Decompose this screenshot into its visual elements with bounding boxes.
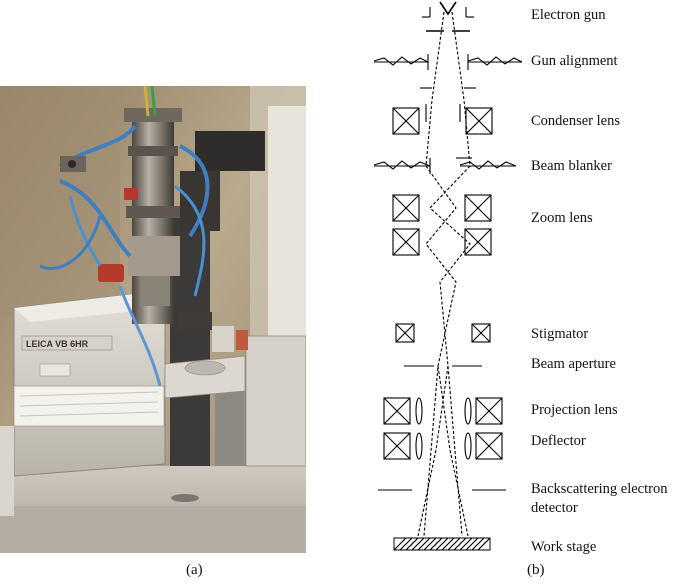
caption-a: (a)	[186, 562, 203, 578]
work-stage-symbol	[393, 537, 491, 551]
label-projection-lens: Projection lens	[531, 402, 618, 418]
electron-column-diagram	[373, 1, 523, 551]
condenser-lens-symbol	[392, 104, 493, 135]
electron-gun-symbol	[422, 1, 474, 32]
label-stigmator: Stigmator	[531, 326, 589, 342]
label-gun-alignment: Gun alignment	[531, 53, 618, 69]
gun-alignment-symbol	[373, 54, 523, 89]
label-condenser-lens: Condenser lens	[531, 113, 620, 129]
ebl-system-photo: LEICA VB 6HR	[0, 86, 306, 553]
label-backscatter-line1: Backscattering electron	[531, 481, 668, 497]
label-work-stage: Work stage	[531, 539, 597, 555]
projection-lens-symbol	[383, 397, 503, 425]
deflector-symbol	[383, 432, 503, 460]
label-zoom-lens: Zoom lens	[531, 210, 593, 226]
label-beam-aperture: Beam aperture	[531, 356, 616, 372]
zoom-lens-symbol	[392, 194, 492, 256]
label-backscatter-line2: detector	[531, 500, 578, 516]
beam-blanker-symbol	[373, 157, 517, 174]
beam-trajectories	[417, 11, 471, 537]
label-beam-blanker: Beam blanker	[531, 158, 612, 174]
label-electron-gun: Electron gun	[531, 7, 606, 23]
label-deflector: Deflector	[531, 433, 586, 449]
photo-model-text: LEICA VB 6HR	[26, 339, 89, 349]
caption-b: (b)	[527, 562, 545, 578]
stigmator-symbol	[395, 323, 491, 343]
